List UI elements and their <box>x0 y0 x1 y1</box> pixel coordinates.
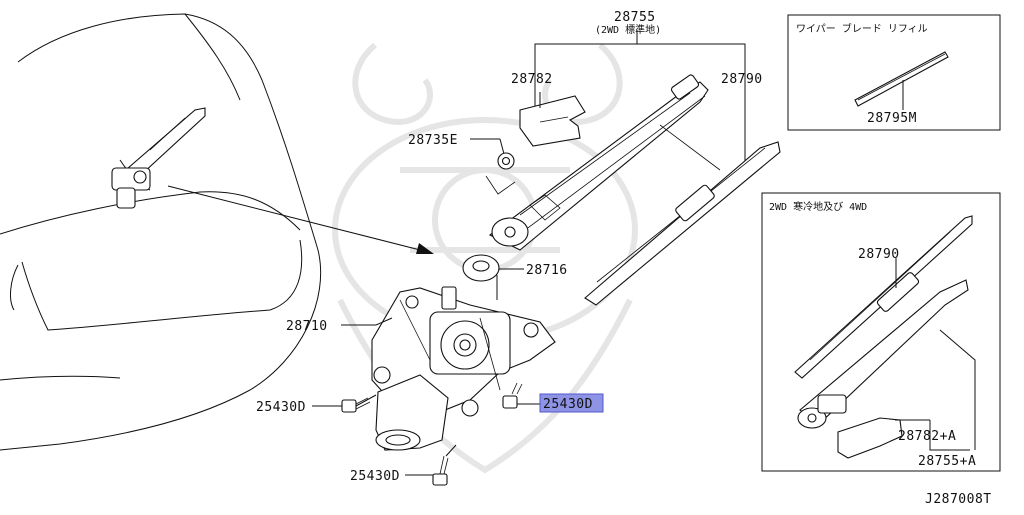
leader-28755 <box>534 30 746 170</box>
screw-25430D-left <box>312 394 377 413</box>
vehicle-wiper-thumbnail <box>111 107 206 209</box>
label-25430D-left: 25430D <box>256 400 306 415</box>
label-28790-variant: 28790 <box>858 247 900 262</box>
label-28795M: 28795M <box>867 111 917 126</box>
label-25430D-bottom: 25430D <box>350 469 400 484</box>
refill-inset: ワイパー ブレード リフィル 28795M <box>787 14 1001 131</box>
washer-28716 <box>462 254 524 282</box>
label-28755-note: (2WD 標準地) <box>595 23 661 36</box>
detail-arrow <box>167 185 434 254</box>
label-28782A: 28782+A <box>898 429 956 444</box>
refill-title: ワイパー ブレード リフィル <box>796 22 928 35</box>
label-25430D-right: 25430D <box>543 397 593 412</box>
variant-inset: 2WD 寒冷地及び 4WD 28790 28782+A 28755+A <box>761 192 1001 472</box>
label-28782: 28782 <box>511 72 553 87</box>
wiper-arm-28755 <box>488 74 709 251</box>
diagram-id: J287008T <box>925 492 992 507</box>
nut-28735E <box>470 138 516 195</box>
label-28716: 28716 <box>526 263 568 278</box>
variant-title: 2WD 寒冷地及び 4WD <box>769 200 867 213</box>
label-28755: 28755 <box>614 10 656 25</box>
label-28790: 28790 <box>721 72 763 87</box>
label-28755A: 28755+A <box>918 454 976 469</box>
screw-25430D-bottom <box>405 444 457 486</box>
wiper-blade-28790 <box>584 124 781 306</box>
wiper-motor-28710 <box>341 275 556 451</box>
cap-28782 <box>519 92 586 147</box>
vehicle-rear-outline <box>0 13 322 451</box>
label-28710: 28710 <box>286 319 328 334</box>
screw-25430D-right <box>502 382 540 409</box>
highlight-25430D <box>539 393 604 413</box>
label-28735E: 28735E <box>408 133 458 148</box>
